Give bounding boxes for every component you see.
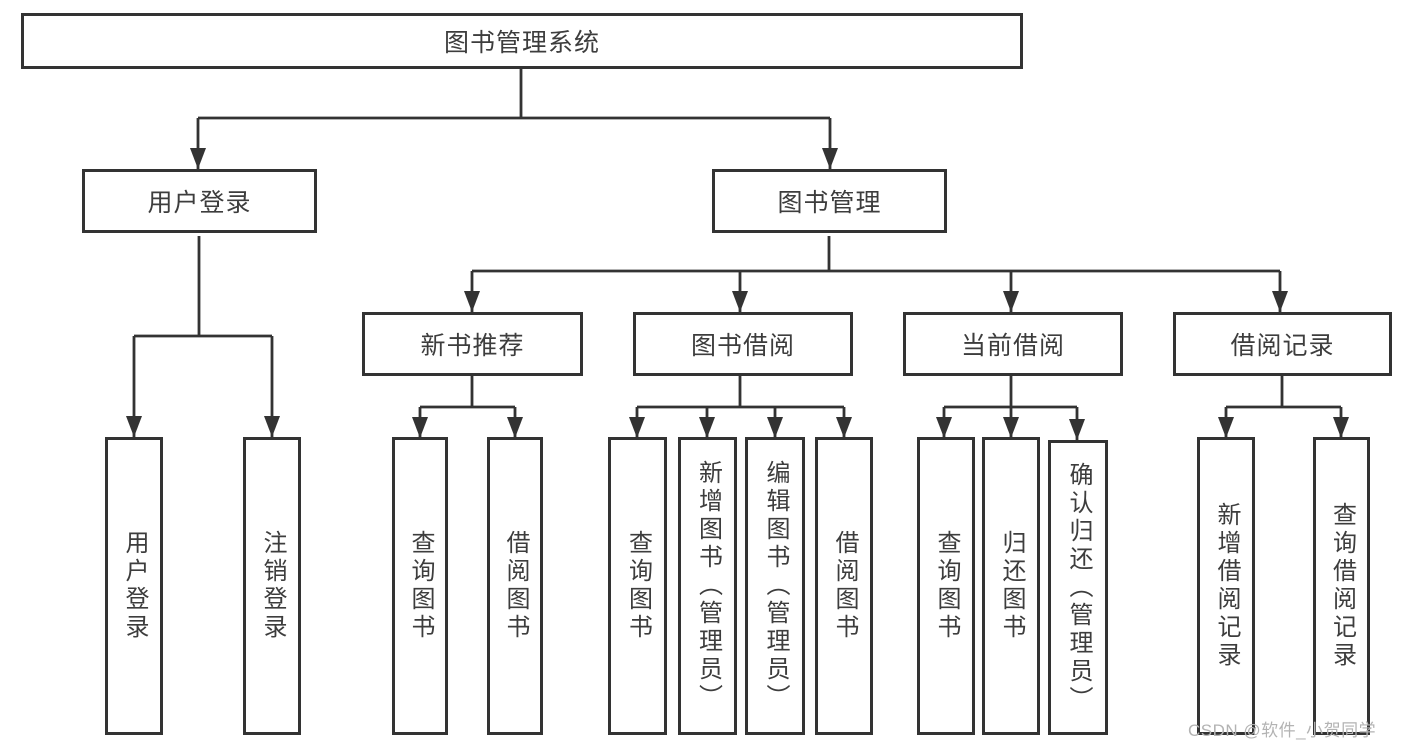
node-current-query-books: 查询图书 <box>917 437 975 735</box>
node-current-confirm-return-admin: 确认归还（管理员） <box>1048 440 1108 735</box>
node-book-borrowing: 图书借阅 <box>633 312 853 376</box>
node-book-management-label: 图书管理 <box>777 189 882 217</box>
node-borrow-add-books-admin: 新增图书（管理员） <box>678 437 737 735</box>
node-borrowing-records-label: 借阅记录 <box>1230 332 1335 360</box>
node-root-label: 图书管理系统 <box>443 29 600 57</box>
node-current-confirm-return-admin-label: 确认归还（管理员） <box>1065 461 1092 714</box>
node-borrowing-records: 借阅记录 <box>1173 312 1392 376</box>
node-records-query-borrow-record: 查询借阅记录 <box>1313 437 1370 735</box>
node-current-borrowing-label: 当前借阅 <box>960 332 1065 360</box>
node-borrow-edit-books-admin-label: 编辑图书（管理员） <box>762 460 789 712</box>
node-new-book-recommend: 新书推荐 <box>362 312 583 376</box>
node-records-add-borrow-record-label: 新增借阅记录 <box>1213 502 1240 670</box>
node-recommend-query-books: 查询图书 <box>392 437 448 735</box>
node-recommend-query-books-label: 查询图书 <box>407 530 434 642</box>
node-records-query-borrow-record-label: 查询借阅记录 <box>1328 502 1356 670</box>
node-current-return-books: 归还图书 <box>982 437 1040 735</box>
node-borrow-query-books-label: 查询图书 <box>624 530 652 642</box>
node-borrow-query-books: 查询图书 <box>608 437 667 735</box>
node-book-management: 图书管理 <box>712 169 947 233</box>
csdn-watermark: CSDN @软件_小贺同学 <box>1188 721 1377 740</box>
node-borrow-borrow-books-label: 借阅图书 <box>831 530 858 642</box>
node-records-add-borrow-record: 新增借阅记录 <box>1197 437 1255 735</box>
node-user-login-label: 用户登录 <box>147 189 252 217</box>
node-book-borrowing-label: 图书借阅 <box>690 332 795 360</box>
node-current-return-books-label: 归还图书 <box>998 530 1025 642</box>
node-login-logout: 注销登录 <box>243 437 301 735</box>
node-borrow-edit-books-admin: 编辑图书（管理员） <box>745 437 805 735</box>
node-user-login: 用户登录 <box>82 169 317 233</box>
node-current-query-books-label: 查询图书 <box>933 530 960 642</box>
node-root: 图书管理系统 <box>21 13 1023 69</box>
node-recommend-borrow-books-label: 借阅图书 <box>502 530 529 642</box>
node-borrow-borrow-books: 借阅图书 <box>815 437 873 735</box>
node-login-logout-label: 注销登录 <box>259 530 286 642</box>
node-recommend-borrow-books: 借阅图书 <box>487 437 543 735</box>
node-current-borrowing: 当前借阅 <box>903 312 1123 376</box>
node-borrow-add-books-admin-label: 新增图书（管理员） <box>694 460 722 712</box>
node-login-user-login: 用户登录 <box>105 437 163 735</box>
node-new-book-recommend-label: 新书推荐 <box>420 332 525 360</box>
node-login-user-login-label: 用户登录 <box>121 530 148 642</box>
